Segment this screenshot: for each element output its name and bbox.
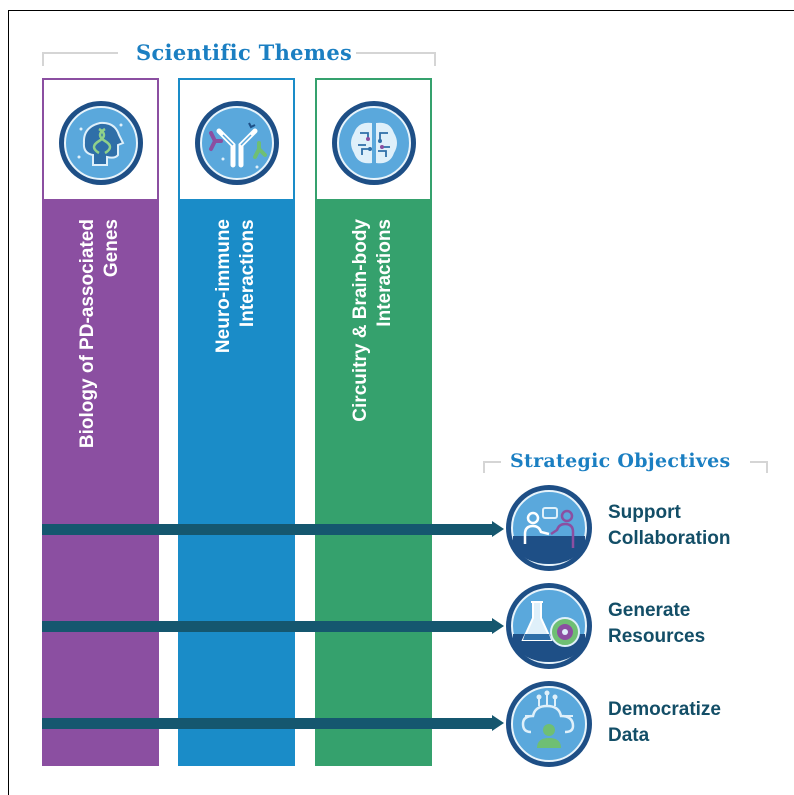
strategic-objectives-title: Strategic Objectives — [510, 450, 731, 472]
lab-resources-icon — [506, 583, 592, 669]
arrow-to-collaboration — [42, 524, 492, 535]
data-cloud-icon — [506, 681, 592, 767]
theme-icon-box — [42, 78, 159, 201]
themes-bracket-right — [356, 52, 436, 66]
arrow-head — [492, 521, 504, 537]
scientific-themes-title: Scientific Themes — [136, 40, 353, 65]
arrow-head — [492, 618, 504, 634]
frame-top-border — [8, 10, 794, 11]
gene-head-icon — [59, 101, 143, 185]
antibody-icon — [195, 101, 279, 185]
themes-bracket-left — [42, 52, 118, 66]
frame-left-border — [8, 10, 9, 795]
arrow-head — [492, 715, 504, 731]
theme-icon-box — [315, 78, 432, 201]
arrow-to-resources — [42, 621, 492, 632]
arrow-to-data — [42, 718, 492, 729]
collaboration-icon — [506, 485, 592, 571]
theme-icon-box — [178, 78, 295, 201]
objectives-bracket-right — [750, 461, 768, 473]
brain-circuit-icon — [332, 101, 416, 185]
objectives-bracket-left — [483, 461, 501, 473]
